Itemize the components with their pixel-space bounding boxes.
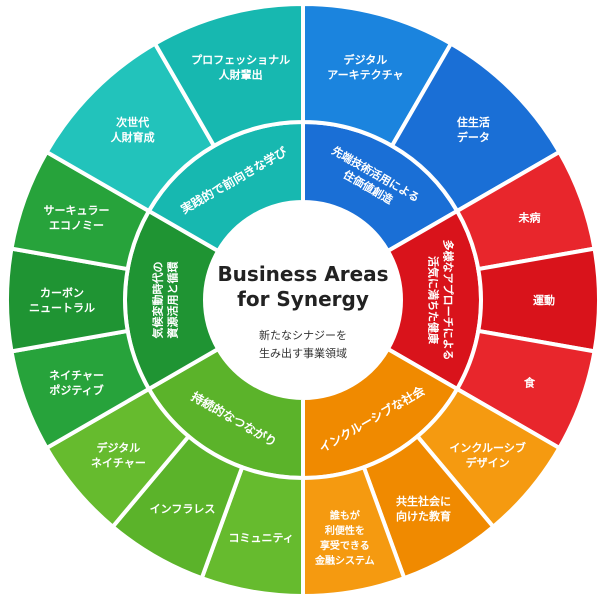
item-label-health-1-line-1: 未病 — [517, 211, 540, 225]
item-label-sustainable-3-line-2: ネイチャー — [91, 456, 146, 469]
item-label-inclusive-2-line-2: 向けた教育 — [396, 509, 451, 523]
center-circle — [207, 204, 399, 396]
item-label-health-2-line-1: 運動 — [533, 293, 555, 307]
item-label-learning-1-line-1: 次世代 — [116, 115, 149, 129]
item-label-digital-1-line-2: アーキテクチャ — [327, 69, 403, 82]
item-label-learning-1-line-2: 人財育成 — [111, 130, 155, 144]
center-title-line-2: for Synergy — [237, 287, 369, 311]
item-label-climate-3-line-2: エコノミー — [49, 219, 104, 232]
area-label-climate-line-1: 気候変動時代の — [151, 262, 165, 339]
item-label-health-3-line-1: 食 — [524, 375, 536, 389]
item-label-climate-2-line-2: ニュートラル — [29, 302, 95, 315]
area-label-climate-line-2: 資源活用と循環 — [166, 261, 180, 339]
item-label-climate-2-line-1: カーボン — [40, 286, 84, 300]
item-segment-learning-2[interactable] — [152, 1, 305, 149]
item-label-learning-2-line-2: 人財輩出 — [219, 68, 263, 82]
item-label-inclusive-3-line-1: 誰もが — [330, 509, 361, 522]
area-label-health-line-2: 活気に満ちた健康 — [427, 256, 441, 345]
item-label-inclusive-3-line-4: 金融システム — [314, 554, 375, 567]
item-label-digital-1-line-1: デジタル — [343, 53, 387, 67]
area-label-health-line-1: 多様なアプローチによる — [442, 240, 456, 361]
item-label-learning-2-line-1: プロフェッショナル — [191, 53, 290, 67]
center-title-line-1: Business Areas — [217, 262, 388, 286]
item-label-climate-3-line-1: サーキュラー — [44, 204, 110, 217]
item-label-climate-1-line-1: ネイチャー — [49, 369, 104, 382]
item-label-inclusive-1-line-1: インクルーシブ — [449, 440, 525, 454]
item-label-inclusive-3-line-3: 享受できる — [320, 539, 370, 552]
center-hub: Business Areas for Synergy 新たなシナジーを 生み出す… — [207, 204, 399, 396]
item-label-digital-2-line-1: 住生活 — [457, 115, 490, 129]
item-label-inclusive-2-line-1: 共生社会に — [396, 494, 451, 508]
item-label-sustainable-3-line-1: デジタル — [96, 440, 140, 454]
item-label-digital-2-line-2: データ — [457, 130, 490, 144]
item-label-sustainable-1-line-1: コミュニティ — [228, 531, 293, 544]
center-subtitle-line-1: 新たなシナジーを — [259, 328, 347, 342]
item-label-climate-1-line-2: ポジティブ — [49, 383, 103, 397]
item-label-inclusive-3-line-2: 利便性を — [325, 524, 365, 537]
item-label-inclusive-1-line-2: デザイン — [466, 455, 510, 469]
center-subtitle-line-2: 生み出す事業領域 — [259, 346, 347, 360]
item-label-sustainable-2-line-1: インフラレス — [150, 503, 216, 516]
wheel-segments: 先端技術活用による住価値創造デジタルアーキテクチャ住生活データ多様なアプローチに… — [5, 1, 600, 599]
